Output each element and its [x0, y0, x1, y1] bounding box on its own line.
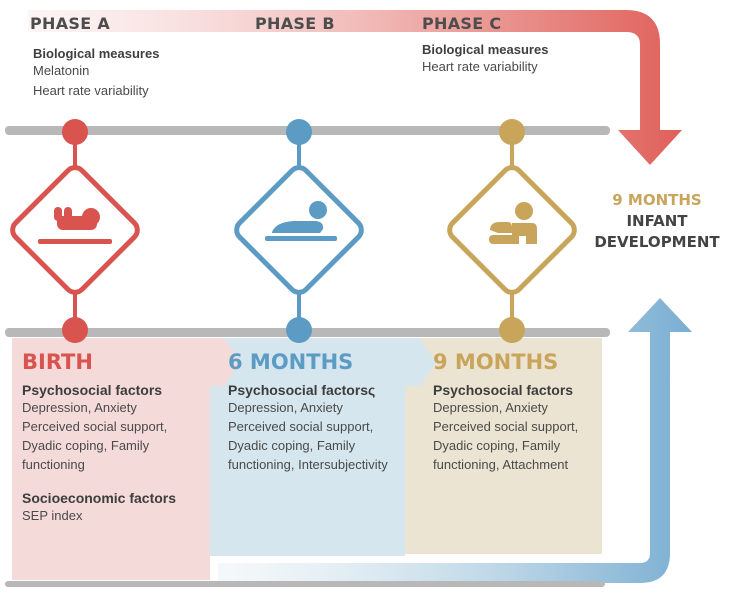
- six-months-panel-bg: [210, 338, 405, 580]
- six-months-psychosocial-line: Dyadic coping, Family: [228, 438, 356, 453]
- nine-months-panel-arrow: [405, 338, 436, 386]
- nine-months-title: 9 MONTHS: [433, 350, 559, 374]
- birth-connector: [10, 119, 140, 343]
- phase-a-bio-title: Biological measures: [33, 46, 160, 61]
- birth-psychosocial-line: Perceived social support,: [22, 419, 168, 434]
- phase-c-bio-item: Heart rate variability: [422, 59, 538, 74]
- birth-panel-bg: [12, 338, 210, 580]
- birth-psychosocial-line: Depression, Anxiety: [22, 400, 137, 415]
- nine-months-psychosocial-title: Psychosocial factors: [433, 382, 574, 398]
- sitting-baby-icon: [489, 202, 537, 244]
- birth-socioeconomic-title: Socioeconomic factors: [22, 490, 177, 506]
- birth-psychosocial-line: Dyadic coping, Family: [22, 438, 150, 453]
- phase-a-label: PHASE A: [30, 14, 111, 33]
- outcome-months: 9 MONTHS: [612, 191, 702, 209]
- phase-a-bio-item: Melatonin: [33, 63, 90, 78]
- six-months-psychosocial-title: Psychosocial factorsς: [228, 382, 376, 398]
- nine-months-psychosocial-line: Dyadic coping, Family: [433, 438, 561, 453]
- bottom-base-bar: [5, 581, 605, 587]
- phase-c-bio-block: Biological measures Heart rate variabili…: [422, 42, 548, 77]
- six-months-panel-arrow: [210, 338, 240, 386]
- phase-c-bio-title: Biological measures: [422, 42, 549, 57]
- phase-a-bio-item: Heart rate variability: [33, 83, 149, 98]
- phase-a-bio-block: Biological measures Melatonin Heart rate…: [33, 46, 159, 101]
- nine-months-panel: 9 MONTHS Psychosocial factors Depression…: [433, 350, 601, 474]
- six-months-panel: 6 MONTHS Psychosocial factorsς Depressio…: [228, 350, 404, 474]
- birth-socioeconomic-line: SEP index: [22, 508, 83, 523]
- six-months-psychosocial-line: Perceived social support,: [228, 419, 374, 434]
- birth-title: BIRTH: [22, 350, 93, 374]
- birth-panel: BIRTH Psychosocial factors Depression, A…: [22, 350, 208, 525]
- six-months-psychosocial-line: Depression, Anxiety: [228, 400, 343, 415]
- nine-months-panel-bg: [405, 338, 602, 554]
- birth-psychosocial-line: functioning: [22, 457, 85, 472]
- birth-psychosocial-title: Psychosocial factors: [22, 382, 163, 398]
- newborn-icon: [38, 207, 112, 244]
- outcome-line2: DEVELOPMENT: [594, 233, 720, 251]
- top-flow-arrow: [28, 10, 682, 165]
- nine-months-psychosocial-line: functioning, Attachment: [433, 457, 569, 472]
- nine-months-psychosocial-line: Depression, Anxiety: [433, 400, 548, 415]
- six-months-psychosocial-line: functioning, Intersubjectivity: [228, 457, 388, 472]
- bottom-flow-arrow: [218, 298, 692, 583]
- nine-months-psychosocial-line: Perceived social support,: [433, 419, 579, 434]
- crawling-baby-icon: [265, 201, 337, 241]
- outcome-label: 9 MONTHS INFANT DEVELOPMENT: [582, 190, 730, 253]
- six-months-title: 6 MONTHS: [228, 350, 354, 374]
- phase-c-label: PHASE C: [422, 14, 502, 33]
- outcome-line1: INFANT: [626, 212, 688, 230]
- phase-b-label: PHASE B: [255, 14, 335, 33]
